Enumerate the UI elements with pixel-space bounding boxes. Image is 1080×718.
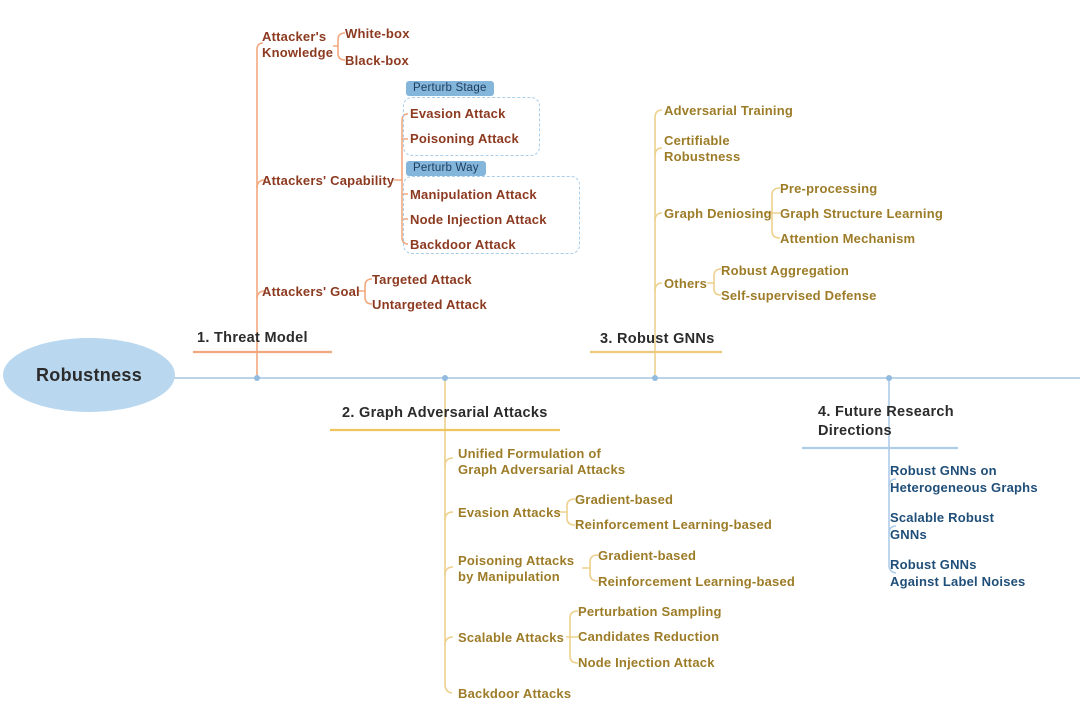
leaf-white-box: White-box: [345, 26, 410, 41]
tag-perturb-stage: Perturb Stage: [406, 81, 494, 96]
leaf-evasion-attack: Evasion Attack: [410, 106, 506, 121]
section1-vertical-trunk: [256, 42, 264, 378]
section2-scalable-elbow: [444, 636, 454, 646]
leaf-pre-processing: Pre-processing: [780, 181, 878, 196]
section3-vertical-trunk: [654, 109, 663, 352]
branch-certifiable-robustness: Certifiable Robustness: [664, 133, 741, 164]
branch-others: Others: [664, 276, 708, 291]
root-node: Robustness: [3, 338, 175, 412]
section2-scalable-bracket: [566, 610, 579, 664]
section2-lines: [330, 378, 599, 694]
perturb-stage-box: [403, 97, 540, 156]
junction-dot-2: [442, 375, 448, 381]
section4-vertical-trunk: [888, 448, 897, 574]
section4-title: 4. Future Research Directions: [818, 404, 954, 439]
branch-scalable-attacks: Scalable Attacks: [458, 630, 565, 645]
section1-goal-bracket: [357, 278, 373, 305]
leaf-poisoning-gradient-based: Gradient-based: [598, 548, 697, 563]
section2-unified-elbow: [444, 457, 454, 467]
leaf-black-box: Black-box: [345, 53, 409, 68]
branch-attackers-knowledge: Attacker's Knowledge: [262, 29, 334, 60]
junction-dot-3: [652, 375, 658, 381]
section3-lines: [590, 109, 781, 378]
junction-dot-4: [886, 375, 892, 381]
section1-title: 1. Threat Model: [197, 330, 308, 346]
leaf-poisoning-rl-based: Reinforcement Learning-based: [598, 574, 796, 589]
section1-goal-elbow: [256, 290, 266, 300]
leaf-evasion-gradient-based: Gradient-based: [575, 492, 674, 507]
section3-others-bracket: [707, 268, 722, 296]
leaf-graph-structure-learning: Graph Structure Learning: [780, 206, 943, 221]
leaf-attention-mechanism: Attention Mechanism: [780, 231, 916, 246]
leaf-evasion-rl-based: Reinforcement Learning-based: [575, 517, 773, 532]
section3-denoising-bracket: [764, 187, 781, 239]
section3-denoising-elbow: [654, 212, 663, 222]
branch-adversarial-training: Adversarial Training: [664, 103, 793, 118]
leaf-scalable-node-injection: Node Injection Attack: [578, 655, 715, 670]
leaf-backdoor-attack: Backdoor Attack: [410, 237, 516, 252]
section1-lines: [193, 32, 409, 378]
section4-scalable-elbow: [888, 525, 897, 535]
section1-capability-elbow: [256, 179, 266, 189]
section4-hetero-elbow: [888, 478, 897, 488]
section4-lines: [802, 378, 958, 574]
section3-others-elbow: [654, 282, 663, 292]
section2-title: 2. Graph Adversarial Attacks: [342, 405, 548, 421]
section3-certifiable-elbow: [654, 147, 663, 157]
leaf-untargeted-attack: Untargeted Attack: [372, 297, 487, 312]
section3-title: 3. Robust GNNs: [600, 331, 715, 347]
leaf-candidates-reduction: Candidates Reduction: [578, 629, 720, 644]
tag-perturb-way: Perturb Way: [406, 161, 486, 176]
section1-capability-bracket: [394, 113, 409, 245]
branch-attackers-goal: Attackers' Goal: [262, 284, 360, 299]
branch-poisoning-attacks: Poisoning Attacks by Manipulation: [458, 553, 575, 584]
section2-vertical-trunk: [444, 430, 453, 694]
leaf-poisoning-attack: Poisoning Attack: [410, 131, 519, 146]
junction-dot-1: [254, 375, 260, 381]
leaf-self-supervised-defense: Self-supervised Defense: [721, 288, 877, 303]
section2-poisoning-bracket: [582, 554, 599, 582]
branch-graph-denoising: Graph Deniosing: [664, 206, 772, 221]
leaf-node-injection-attack: Node Injection Attack: [410, 212, 547, 227]
leaf-manipulation-attack: Manipulation Attack: [410, 187, 537, 202]
section1-knowledge-bracket: [333, 32, 346, 61]
section2-poisoning-elbow: [444, 566, 454, 576]
leaf-perturbation-sampling: Perturbation Sampling: [578, 604, 722, 619]
branch-robust-gnns-heterogeneous: Robust GNNs on Heterogeneous Graphs: [890, 463, 1038, 495]
branch-unified-formulation: Unified Formulation of Graph Adversarial…: [458, 446, 626, 477]
junction-dots: [254, 375, 892, 381]
branch-scalable-robust-gnns: Scalable Robust GNNs: [890, 510, 995, 542]
branch-evasion-attacks: Evasion Attacks: [458, 505, 561, 520]
branch-robust-gnns-label-noises: Robust GNNs Against Label Noises: [890, 557, 1026, 589]
perturb-way-box: [403, 176, 580, 254]
root-node-label: Robustness: [35, 364, 143, 385]
section2-evasion-elbow: [444, 511, 454, 521]
leaf-robust-aggregation: Robust Aggregation: [721, 263, 850, 278]
leaf-targeted-attack: Targeted Attack: [372, 272, 472, 287]
branch-backdoor-attacks: Backdoor Attacks: [458, 686, 572, 701]
section2-evasion-bracket: [557, 498, 576, 526]
branch-attackers-capability: Attackers' Capability: [262, 173, 395, 188]
